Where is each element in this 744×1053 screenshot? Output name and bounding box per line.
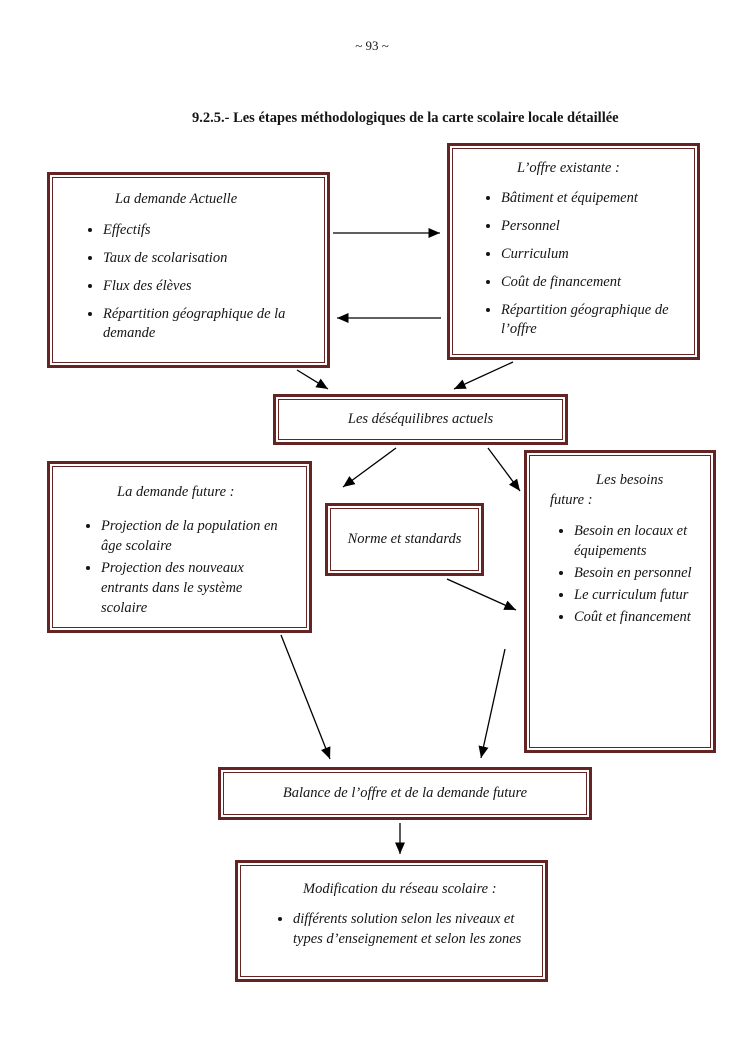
besoins-future-list: Besoin en locaux et équipements Besoin e… [574, 521, 698, 627]
list-item: Répartition géographique de la demande [103, 305, 310, 343]
box-demande-actuelle: La demande Actuelle Effectifs Taux de sc… [47, 172, 330, 368]
page-number: ~ 93 ~ [355, 38, 389, 53]
list-item: Flux des élèves [103, 277, 310, 296]
list-item: Coût et financement [574, 607, 698, 627]
list-item: Projection des nouveaux entrants dans le… [101, 558, 292, 618]
list-item: Besoin en personnel [574, 563, 698, 583]
arrow-demande-to-desequilibres [296, 369, 329, 390]
box-heading-demande-future: La demande future : [117, 484, 235, 500]
box-normes: Norme et standards [325, 503, 484, 576]
section-title: 9.2.5.- Les étapes méthodologiques de la… [192, 110, 619, 126]
list-item: Projection de la population en âge scola… [101, 516, 292, 556]
list-item: Répartition géographique de l’offre [501, 301, 682, 339]
arrow-desequilibres-to-demande-future [342, 447, 397, 488]
box-label-desequilibres: Les déséquilibres actuels [347, 411, 494, 427]
arrow-demande-future-to-balance [280, 634, 331, 760]
box-label-normes: Norme et standards [347, 531, 462, 547]
arrow-offre-to-desequilibres [453, 361, 514, 390]
list-item: différents solution selon les niveaux et… [293, 909, 526, 950]
box-heading-besoins-future: Les besoins future : [550, 472, 664, 509]
list-item: Le curriculum futur [574, 585, 698, 605]
list-item: Coût de financement [501, 273, 682, 292]
box-heading-offre-existante: L’offre existante : [517, 160, 620, 176]
box-balance: Balance de l’offre et de la demande futu… [218, 767, 592, 820]
arrow-besoins-to-balance [478, 648, 506, 759]
list-item: Besoin en locaux et équipements [574, 521, 698, 561]
box-desequilibres: Les déséquilibres actuels [273, 394, 568, 445]
list-item: Personnel [501, 217, 682, 236]
box-heading-demande-actuelle: La demande Actuelle [115, 191, 238, 207]
box-besoins-future: Les besoins future : Besoin en locaux et… [524, 450, 716, 753]
arrow-normes-to-besoins [446, 578, 517, 611]
box-modification: Modification du réseau scolaire : différ… [235, 860, 548, 982]
list-item: Bâtiment et équipement [501, 189, 682, 208]
modification-list: différents solution selon les niveaux et… [293, 909, 526, 950]
list-item: Effectifs [103, 221, 310, 240]
box-demande-future: La demande future : Projection de la pop… [47, 461, 312, 633]
demande-actuelle-list: Effectifs Taux de scolarisation Flux des… [103, 221, 310, 344]
box-heading-modification: Modification du réseau scolaire : [303, 881, 497, 897]
box-label-balance: Balance de l’offre et de la demande futu… [282, 785, 528, 801]
box-offre-existante: L’offre existante : Bâtiment et équipeme… [447, 143, 700, 360]
list-item: Taux de scolarisation [103, 249, 310, 268]
offre-existante-list: Bâtiment et équipement Personnel Curricu… [501, 189, 682, 340]
demande-future-list: Projection de la population en âge scola… [101, 516, 292, 618]
arrow-desequilibres-to-besoins [487, 447, 521, 492]
list-item: Curriculum [501, 245, 682, 264]
